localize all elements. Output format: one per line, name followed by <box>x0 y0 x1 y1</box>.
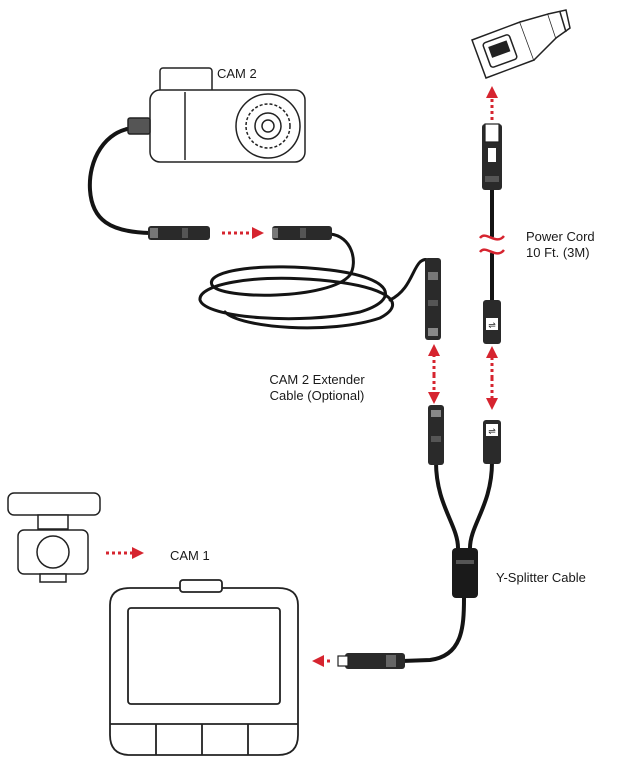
extender-label-line1: CAM 2 Extender <box>242 372 392 388</box>
splitter-right-branch <box>470 462 492 548</box>
svg-text:⇌: ⇌ <box>488 427 496 437</box>
cam2-label: CAM 2 <box>217 66 257 82</box>
cam1-plug <box>338 653 405 669</box>
cam1-device <box>110 580 298 755</box>
svg-text:⇌: ⇌ <box>488 321 496 331</box>
cam2-device <box>128 68 305 162</box>
extender-coil <box>200 234 393 328</box>
power-cord-label-line2: 10 Ft. (3M) <box>526 245 595 261</box>
cable-break-icon <box>480 236 504 254</box>
splitter-to-cam1-cable <box>402 598 464 661</box>
splitter-junction <box>452 548 478 598</box>
extender-plugs <box>148 226 441 340</box>
cam1-label: CAM 1 <box>170 548 210 564</box>
splitter-plugs: ⇌ <box>428 405 501 598</box>
splitter-left-branch <box>436 462 458 548</box>
extender-label-line2: Cable (Optional) <box>242 388 392 404</box>
mount-device <box>8 493 100 582</box>
extender-plug-vertical <box>425 258 441 340</box>
power-cord-label-line1: Power Cord <box>526 229 595 245</box>
power-cord-label: Power Cord 10 Ft. (3M) <box>526 229 595 261</box>
car-charger-device <box>472 10 570 78</box>
extender-label: CAM 2 Extender Cable (Optional) <box>242 372 392 404</box>
cam2-cable <box>90 128 150 233</box>
splitter-label: Y-Splitter Cable <box>496 570 586 586</box>
